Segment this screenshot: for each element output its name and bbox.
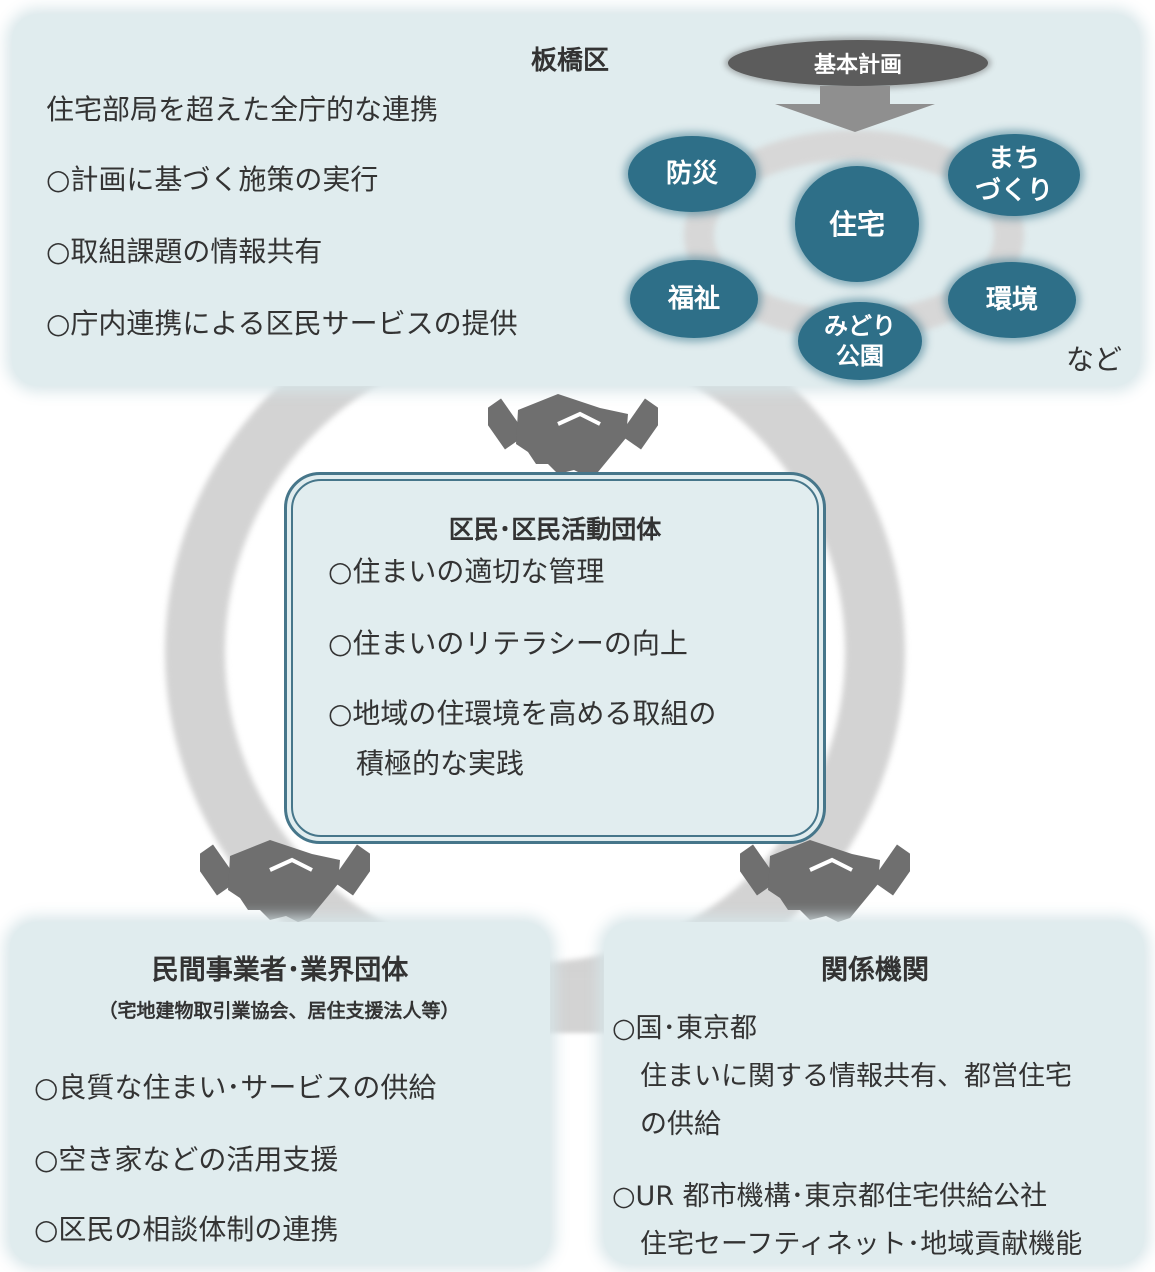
node-housing: 住宅	[795, 166, 919, 282]
handshake-icon	[488, 394, 658, 476]
itabashi-item: ○計画に基づく施策の実行	[46, 163, 379, 196]
agencies-item: の供給	[640, 1109, 721, 1140]
agencies-item: 住宅セーフティネット･地域貢献機能	[640, 1229, 1083, 1260]
handshake-icon	[740, 840, 910, 922]
private-panel	[10, 922, 550, 1264]
private-item: ○空き家などの活用支援	[34, 1143, 339, 1176]
ring-connector	[545, 975, 615, 1033]
residents-item: ○住まいの適切な管理	[328, 555, 605, 588]
itabashi-item: ○庁内連携による区民サービスの提供	[46, 307, 518, 340]
private-subtitle: （宅地建物取引業協会、居住支援法人等）	[98, 1000, 460, 1022]
private-item: ○区民の相談体制の連携	[34, 1213, 339, 1246]
residents-title: 区民･区民活動団体	[448, 515, 662, 544]
residents-item: 積極的な実践	[356, 747, 525, 780]
node-disaster: 防災	[628, 136, 756, 212]
agencies-title: 関係機関	[821, 955, 929, 986]
agencies-item: ○国･東京都	[612, 1013, 758, 1044]
agencies-panel	[604, 922, 1144, 1264]
down-arrow-icon	[775, 86, 935, 132]
residents-box	[284, 472, 826, 844]
node-environment: 環境	[948, 262, 1076, 338]
itabashi-item: ○取組課題の情報共有	[46, 235, 323, 268]
agencies-item: 住まいに関する情報共有、都営住宅	[640, 1061, 1072, 1092]
agencies-item: ○UR 都市機構･東京都住宅供給公社	[612, 1181, 1048, 1212]
itabashi-intro: 住宅部局を超えた全庁的な連携	[46, 93, 439, 126]
residents-item: ○地域の住環境を高める取組の	[328, 697, 717, 730]
etc-label: など	[1066, 343, 1123, 376]
itabashi-title: 板橋区	[530, 46, 609, 76]
residents-item: ○住まいのリテラシーの向上	[328, 627, 688, 660]
private-title: 民間事業者･業界団体	[151, 955, 409, 986]
node-welfare: 福祉	[630, 260, 758, 338]
basic-plan-label: 基本計画	[728, 40, 988, 86]
node-greenery: みどり公園	[798, 302, 922, 380]
node-community-label: まち	[987, 143, 1040, 174]
handshake-icon	[200, 840, 370, 922]
node-community: まちづくり	[948, 134, 1080, 216]
private-item: ○良質な住まい･サービスの供給	[34, 1071, 437, 1104]
